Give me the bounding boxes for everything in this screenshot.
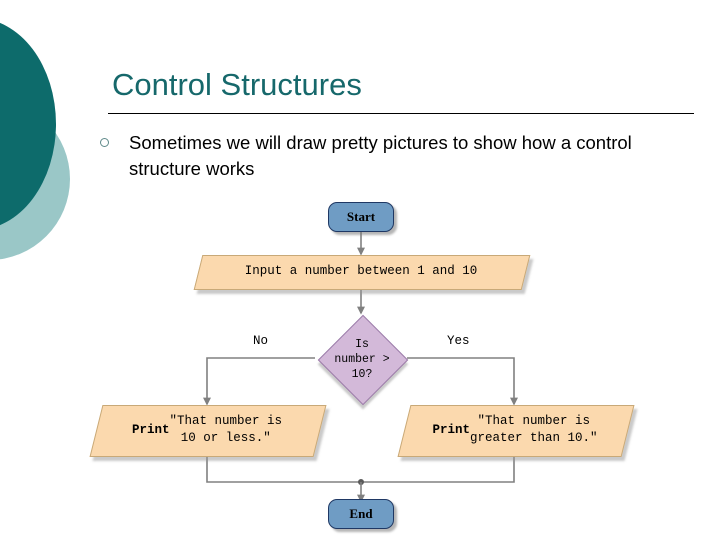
flow-node-decision[interactable]: Is number > 10? (317, 314, 409, 406)
flow-node-print-greater-label: Print "That number is greater than 10." (404, 405, 626, 455)
branch-label-yes: Yes (447, 334, 470, 348)
flow-node-print-greater-keyword: Print (432, 422, 470, 437)
flow-node-start[interactable]: Start (328, 202, 394, 232)
flow-node-decision-label: Is number > 10? (334, 337, 390, 381)
branch-label-no: No (253, 334, 269, 348)
hollow-circle-bullet-icon (100, 138, 109, 147)
title-divider (108, 113, 694, 114)
flow-node-print-less-label: Print "That number is 10 or less." (96, 405, 318, 455)
flow-node-print-greater[interactable]: Print "That number is greater than 10." (397, 405, 635, 457)
flow-node-print-less-keyword: Print (131, 422, 170, 437)
flow-node-end-label: End (349, 506, 373, 521)
flow-node-print-less[interactable]: Print "That number is 10 or less." (89, 405, 327, 457)
bullet-list-item: Sometimes we will draw pretty pictures t… (100, 130, 700, 182)
bullet-text: Sometimes we will draw pretty pictures t… (129, 132, 632, 179)
flow-node-print-greater-text: "That number is greater than 10." (469, 414, 598, 445)
flow-node-input[interactable]: Input a number between 1 and 10 (193, 255, 531, 290)
flow-node-print-less-text: "That number is 10 or less." (169, 414, 283, 445)
flow-node-start-label: Start (346, 209, 376, 224)
flow-node-end[interactable]: End (328, 499, 394, 529)
flow-node-input-label: Input a number between 1 and 10 (244, 264, 478, 278)
page-title: Control Structures (112, 67, 362, 102)
